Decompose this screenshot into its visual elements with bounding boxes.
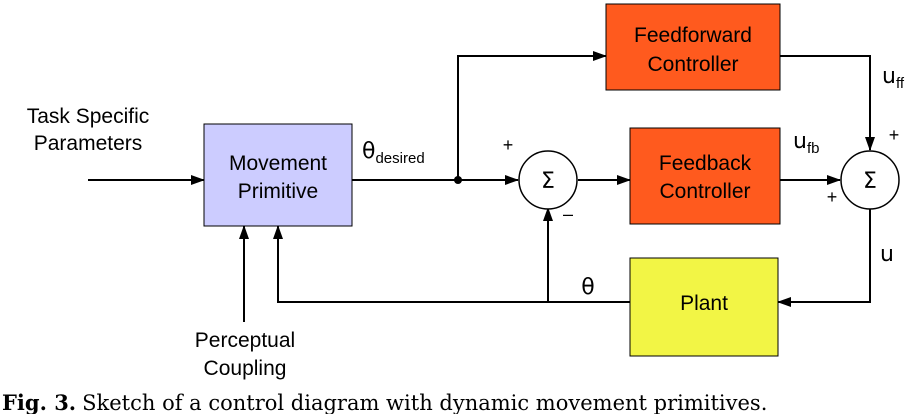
perceptual-line2: Coupling bbox=[204, 357, 287, 380]
wire-u-to-plant bbox=[777, 208, 871, 307]
u-fb-label: ufb bbox=[793, 129, 819, 157]
figure-caption-text: Sketch of a control diagram with dynamic… bbox=[82, 391, 768, 414]
feedback-controller-block: Feedback Controller bbox=[629, 127, 781, 225]
perceptual-line1: Perceptual bbox=[195, 329, 295, 352]
theta-desired-subscript: desired bbox=[375, 150, 424, 167]
movement-primitive-box bbox=[203, 123, 353, 227]
summing-junction-2-circle bbox=[840, 150, 900, 210]
summing-junction-1-symbol: Σ bbox=[541, 169, 555, 194]
summing-junction-2: Σ + + bbox=[827, 125, 900, 210]
feedforward-controller-block: Feedforward Controller bbox=[605, 3, 781, 91]
wire-uff-to-sum2 bbox=[780, 55, 875, 151]
movement-primitive-label-line2: Primitive bbox=[238, 180, 319, 203]
branch-point bbox=[454, 176, 462, 184]
wires bbox=[88, 51, 875, 322]
sum1-plus-sign: + bbox=[503, 135, 514, 155]
wire-theta-to-primitive bbox=[273, 225, 548, 303]
u-ff-label: uff bbox=[882, 64, 905, 92]
feedforward-label-line1: Feedforward bbox=[634, 24, 752, 47]
sum2-plus-left-sign: + bbox=[827, 187, 838, 207]
theta-desired-symbol: θ bbox=[362, 139, 375, 164]
theta-desired-label: θdesired bbox=[362, 139, 425, 167]
perceptual-coupling-input: Perceptual Coupling bbox=[195, 329, 295, 380]
task-params-line2: Parameters bbox=[34, 132, 143, 155]
feedback-label-line2: Controller bbox=[659, 180, 750, 203]
u-fb-symbol: u bbox=[793, 129, 807, 154]
plant-box bbox=[629, 257, 779, 357]
theta-label: θ bbox=[581, 275, 594, 300]
summing-junction-2-symbol: Σ bbox=[863, 169, 877, 194]
u-label: u bbox=[880, 242, 894, 267]
movement-primitive-label-line1: Movement bbox=[229, 152, 327, 175]
u-fb-subscript: fb bbox=[807, 140, 820, 157]
task-params-line1: Task Specific bbox=[27, 105, 150, 128]
feedforward-controller-box bbox=[605, 3, 781, 91]
figure-caption: Fig. 3.Sketch of a control diagram with … bbox=[2, 390, 906, 414]
movement-primitive-block: Movement Primitive bbox=[203, 123, 353, 227]
feedforward-label-line2: Controller bbox=[647, 53, 738, 76]
summing-junction-1-circle bbox=[518, 150, 578, 210]
summing-junction-1: Σ + – bbox=[503, 135, 578, 224]
u-ff-subscript: ff bbox=[896, 75, 905, 92]
wire-desired-to-feedforward bbox=[457, 51, 607, 180]
u-ff-symbol: u bbox=[882, 64, 896, 89]
feedback-label-line1: Feedback bbox=[659, 152, 752, 175]
sum1-minus-sign: – bbox=[563, 204, 573, 224]
feedback-controller-box bbox=[629, 127, 781, 225]
plant-label: Plant bbox=[680, 292, 728, 315]
task-specific-parameters-input: Task Specific Parameters bbox=[27, 105, 150, 155]
plant-block: Plant bbox=[629, 257, 779, 357]
sum2-plus-top-sign: + bbox=[889, 125, 900, 145]
figure-caption-label: Fig. 3. bbox=[2, 390, 77, 414]
